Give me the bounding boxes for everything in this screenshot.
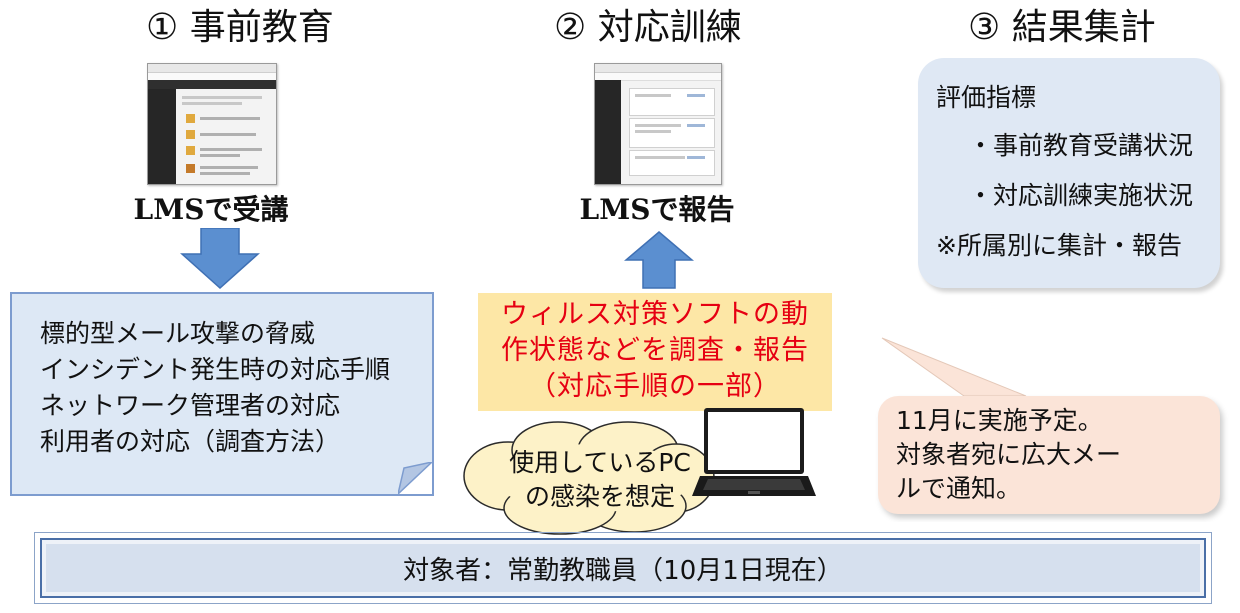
schedule-callout-shape: [878, 337, 1220, 514]
topic-item: インシデント発生時の対応手順: [40, 355, 391, 384]
infection-thought: 使用しているPC の感染を想定: [490, 446, 710, 514]
schedule-line: ルで通知。: [896, 474, 1022, 503]
folded-corner: [398, 462, 432, 494]
laptop-icon: [692, 408, 816, 496]
metrics-box: 評価指標 ・事前教育受講状況 ・対応訓練実施状況 ※所属別に集計・報告: [918, 58, 1220, 288]
step-1-title: ① 事前教育: [146, 7, 334, 48]
step-2-caption: LMSで報告: [579, 193, 735, 226]
lms-report-screenshot: [594, 63, 722, 185]
thought-line: 使用しているPC: [509, 448, 691, 477]
metrics-heading: 評価指標: [936, 83, 1037, 112]
lms-course-screenshot: [147, 63, 277, 185]
topic-item: 利用者の対応（調査方法）: [40, 427, 341, 456]
metric-item: ・対応訓練実施状況: [968, 181, 1194, 210]
schedule-note: 11月に実施予定。 対象者宛に広大メー ルで通知。: [896, 404, 1121, 506]
topic-item: 標的型メール攻撃の脅威: [40, 319, 316, 348]
step-2-title: ② 対応訓練: [554, 7, 742, 48]
thought-cloud: [463, 421, 744, 535]
topic-item: ネットワーク管理者の対応: [40, 391, 341, 420]
education-topics-note: 標的型メール攻撃の脅威 インシデント発生時の対応手順 ネットワーク管理者の対応 …: [10, 292, 434, 496]
target-text: 対象者：常勤教職員（10月1日現在）: [403, 555, 843, 586]
schedule-line: 対象者宛に広大メー: [896, 440, 1122, 469]
task-line: （対応手順の一部）: [529, 371, 781, 402]
schedule-line: 11月に実施予定。: [896, 406, 1103, 435]
down-arrow-icon: [180, 228, 260, 290]
step-3-title: ③ 結果集計: [968, 7, 1156, 48]
thought-line: の感染を想定: [524, 482, 675, 511]
target-audience-bar: 対象者：常勤教職員（10月1日現在）: [34, 532, 1212, 604]
training-task-box: ウィルス対策ソフトの動 作状態などを調査・報告 （対応手順の一部）: [478, 293, 832, 411]
step-1-caption: LMSで受講: [133, 193, 289, 226]
metric-item: ・事前教育受講状況: [968, 131, 1194, 160]
metrics-note: ※所属別に集計・報告: [936, 231, 1182, 260]
task-line: 作状態などを調査・報告: [501, 335, 809, 366]
up-arrow-icon: [624, 231, 694, 289]
task-line: ウィルス対策ソフトの動: [501, 299, 809, 330]
